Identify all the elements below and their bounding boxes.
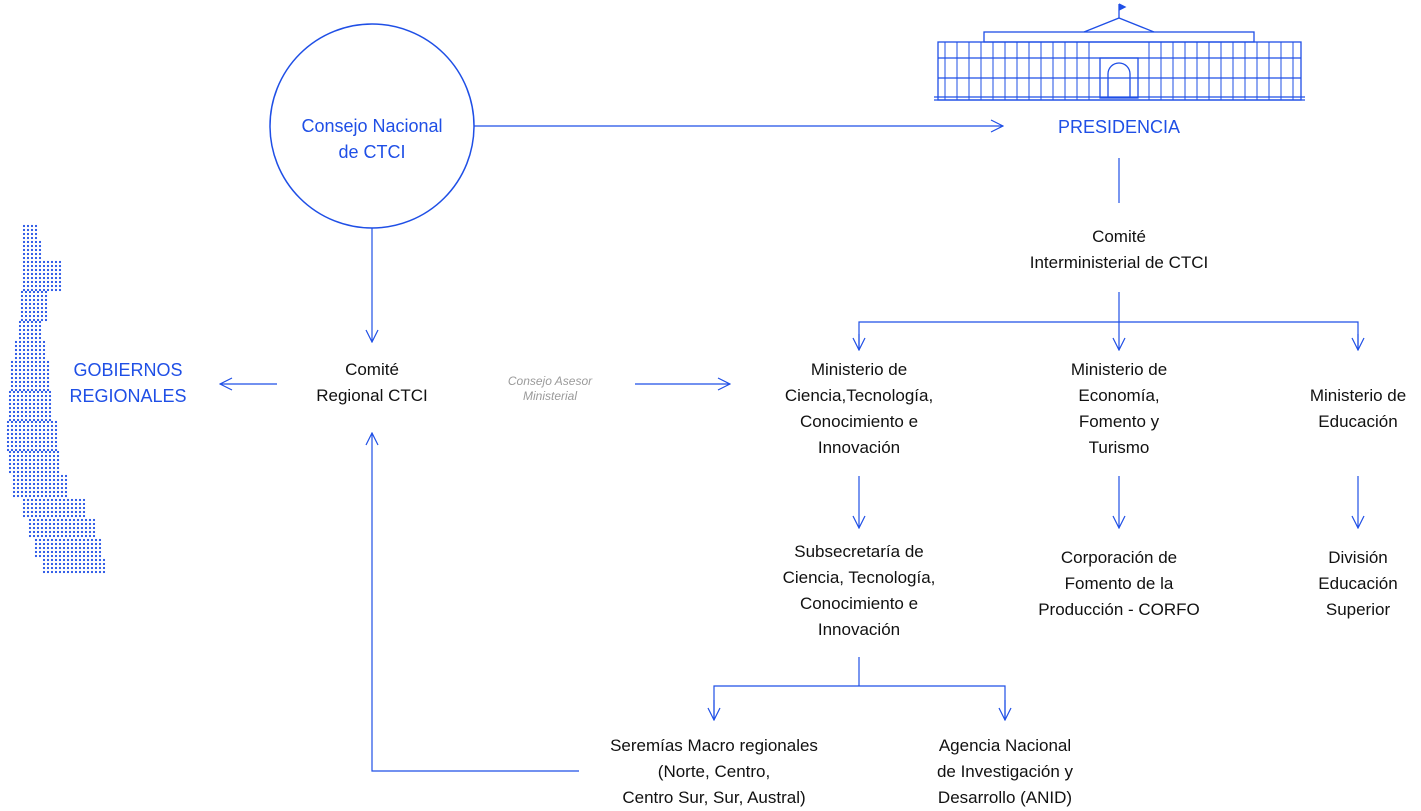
subsecretaria-label: Subsecretaría de Ciencia, Tecnología, Co… bbox=[759, 539, 959, 643]
subsecretaria-line-2: Ciencia, Tecnología, bbox=[782, 568, 936, 587]
ministerio-economia-line-2: Economía, bbox=[1078, 386, 1160, 405]
seremias-line-3: Centro Sur, Sur, Austral) bbox=[622, 788, 806, 807]
gobiernos-regionales-line-2: REGIONALES bbox=[69, 386, 187, 406]
presidencia-label: PRESIDENCIA bbox=[1057, 117, 1181, 137]
consejo-nacional-line-1: Consejo Nacional bbox=[301, 116, 443, 136]
gobiernos-regionales-line-1: GOBIERNOS bbox=[73, 360, 183, 380]
division-educacion-line-2: Educación bbox=[1318, 574, 1398, 593]
ministerio-economia-line-1: Ministerio de bbox=[1070, 360, 1168, 379]
seremias-line-2: (Norte, Centro, bbox=[657, 762, 771, 781]
gobiernos-regionales-label: GOBIERNOS REGIONALES bbox=[48, 357, 208, 409]
anid-label: Agencia Nacional de Investigación y Desa… bbox=[905, 733, 1105, 811]
comite-regional-label: Comité Regional CTCI bbox=[297, 357, 447, 409]
consejo-asesor-label: Consejo Asesor Ministerial bbox=[490, 374, 610, 404]
consejo-asesor-line-1: Consejo Asesor bbox=[507, 374, 593, 388]
consejo-asesor-line-2: Ministerial bbox=[522, 389, 577, 403]
ministerio-ciencia-line-1: Ministerio de bbox=[810, 360, 908, 379]
division-educacion-label: División Educación Superior bbox=[1293, 545, 1421, 623]
ministerio-economia-line-4: Turismo bbox=[1088, 438, 1150, 457]
consejo-nacional-line-2: de CTCI bbox=[338, 142, 406, 162]
palacio-la-moneda-icon bbox=[934, 3, 1305, 101]
corfo-line-3: Producción - CORFO bbox=[1038, 600, 1200, 619]
ministerio-economia-line-3: Fomento y bbox=[1078, 412, 1160, 431]
arrow-seremias-comite-regional bbox=[372, 433, 579, 772]
comite-regional-line-2: Regional CTCI bbox=[316, 386, 428, 405]
anid-line-2: de Investigación y bbox=[936, 762, 1074, 781]
seremias-line-1: Seremías Macro regionales bbox=[610, 736, 818, 755]
ministerio-educacion-line-2: Educación bbox=[1318, 412, 1398, 431]
comite-interministerial-line-2: Interministerial de CTCI bbox=[1029, 253, 1209, 272]
subsecretaria-line-3: Conocimiento e bbox=[799, 594, 919, 613]
seremias-label: Seremías Macro regionales (Norte, Centro… bbox=[569, 733, 859, 811]
division-educacion-line-3: Superior bbox=[1325, 600, 1391, 619]
consejo-nacional-label: Consejo Nacional de CTCI bbox=[272, 113, 472, 165]
corfo-line-2: Fomento de la bbox=[1064, 574, 1174, 593]
chile-dotted-map-icon bbox=[6, 224, 106, 574]
anid-line-1: Agencia Nacional bbox=[938, 736, 1072, 755]
comite-regional-line-1: Comité bbox=[345, 360, 399, 379]
ministerio-educacion-label: Ministerio de Educación bbox=[1293, 383, 1421, 435]
ministerio-economia-label: Ministerio de Economía, Fomento y Turism… bbox=[1029, 357, 1209, 461]
corfo-line-1: Corporación de bbox=[1060, 548, 1178, 567]
ministerio-ciencia-label: Ministerio de Ciencia,Tecnología, Conoci… bbox=[759, 357, 959, 461]
ministerio-ciencia-line-4: Innovación bbox=[817, 438, 901, 457]
subsecretaria-line-4: Innovación bbox=[817, 620, 901, 639]
connector-lines bbox=[220, 126, 1359, 772]
ministerio-ciencia-line-2: Ciencia,Tecnología, bbox=[784, 386, 934, 405]
anid-line-3: Desarrollo (ANID) bbox=[937, 788, 1073, 807]
comite-interministerial-label: Comité Interministerial de CTCI bbox=[999, 224, 1239, 276]
branch-ministerios bbox=[858, 321, 1359, 350]
subsecretaria-line-1: Subsecretaría de bbox=[794, 542, 924, 561]
ministerio-ciencia-line-3: Conocimiento e bbox=[799, 412, 919, 431]
corfo-label: Corporación de Fomento de la Producción … bbox=[1009, 545, 1229, 623]
comite-interministerial-line-1: Comité bbox=[1092, 227, 1146, 246]
branch-seremias-anid bbox=[713, 685, 1006, 720]
ministerio-educacion-line-1: Ministerio de bbox=[1309, 386, 1407, 405]
division-educacion-line-1: División bbox=[1328, 548, 1388, 567]
